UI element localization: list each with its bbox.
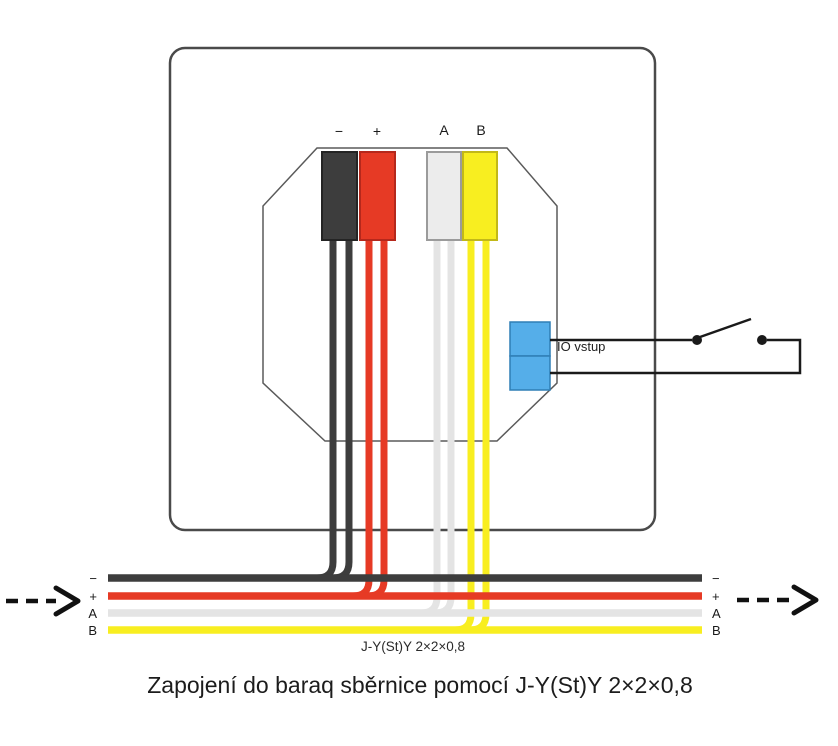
switch-contact-right: [757, 335, 767, 345]
io-connector-bottom: [509, 355, 551, 391]
bus-right-label-b: B: [712, 623, 721, 638]
terminal-b: [462, 151, 498, 241]
io-connector-top: [509, 321, 551, 357]
bus-left-label-a: A: [88, 606, 97, 621]
terminal-minus: [321, 151, 358, 241]
io-label: IO vstup: [557, 339, 605, 354]
bus-left-label-b: B: [88, 623, 97, 638]
device-octagon: [262, 147, 558, 442]
diagram-caption: Zapojení do baraq sběrnice pomocí J-Y(St…: [147, 672, 693, 698]
terminal-label-plus: +: [373, 123, 381, 139]
bus-right-label-minus: −: [712, 571, 720, 586]
bus-left-label-plus: +: [89, 589, 97, 604]
terminal-a: [426, 151, 462, 241]
terminal-label-minus: −: [335, 123, 343, 139]
bus-continues-right-arrow: [737, 584, 819, 616]
bus-left-label-minus: −: [89, 571, 97, 586]
cable-type-label: J-Y(St)Y 2×2×0,8: [361, 639, 465, 654]
bus-right-label-plus: +: [712, 589, 720, 604]
switch-contact-left: [692, 335, 702, 345]
switch-blade: [699, 317, 752, 339]
bus-continues-left-arrow: [6, 585, 81, 617]
bus-right-label-a: A: [712, 606, 721, 621]
terminal-plus: [359, 151, 396, 241]
terminal-label-a: A: [439, 122, 449, 138]
io-wire-return: [550, 338, 802, 375]
terminal-label-b: B: [476, 122, 485, 138]
